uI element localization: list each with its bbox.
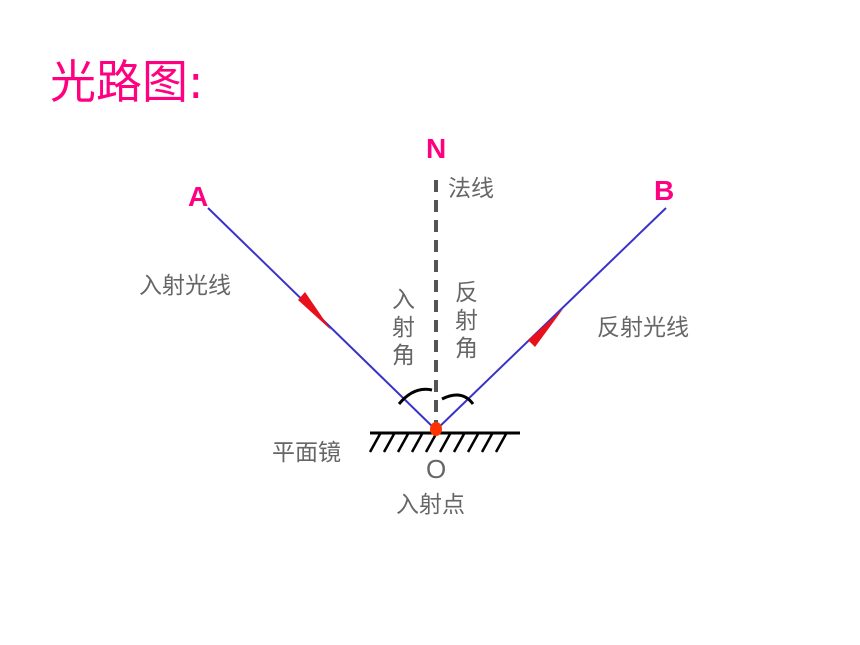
mirror-hatching [368, 433, 508, 453]
point-b-label: B [654, 175, 674, 206]
normal-line-label: 法线 [448, 176, 494, 202]
reflected-ray-label: 反射光线 [597, 315, 689, 341]
incident-ray-arrow-icon [298, 292, 331, 330]
incident-point-dot [430, 422, 442, 436]
page-title: 光路图: [50, 55, 204, 109]
reflection-angle-label-1: 反 [455, 280, 478, 306]
reflected-ray-arrow-icon [528, 309, 563, 347]
incident-ray-label: 入射光线 [139, 273, 231, 299]
reflected-ray [435, 207, 667, 431]
incident-angle-label-2: 射 [392, 315, 415, 341]
point-o-label: O [426, 454, 446, 484]
incident-angle-label-1: 入 [392, 287, 415, 313]
mirror-label: 平面镜 [272, 440, 341, 466]
incident-point-label: 入射点 [396, 492, 465, 518]
reflection-angle-label-2: 射 [455, 308, 478, 334]
incident-angle-arc [397, 387, 433, 405]
point-a-label: A [188, 181, 208, 212]
incident-angle-label-3: 角 [392, 343, 415, 369]
point-n-label: N [426, 133, 446, 164]
reflection-angle-label-3: 角 [455, 336, 478, 362]
reflection-angle-arc [441, 393, 475, 405]
